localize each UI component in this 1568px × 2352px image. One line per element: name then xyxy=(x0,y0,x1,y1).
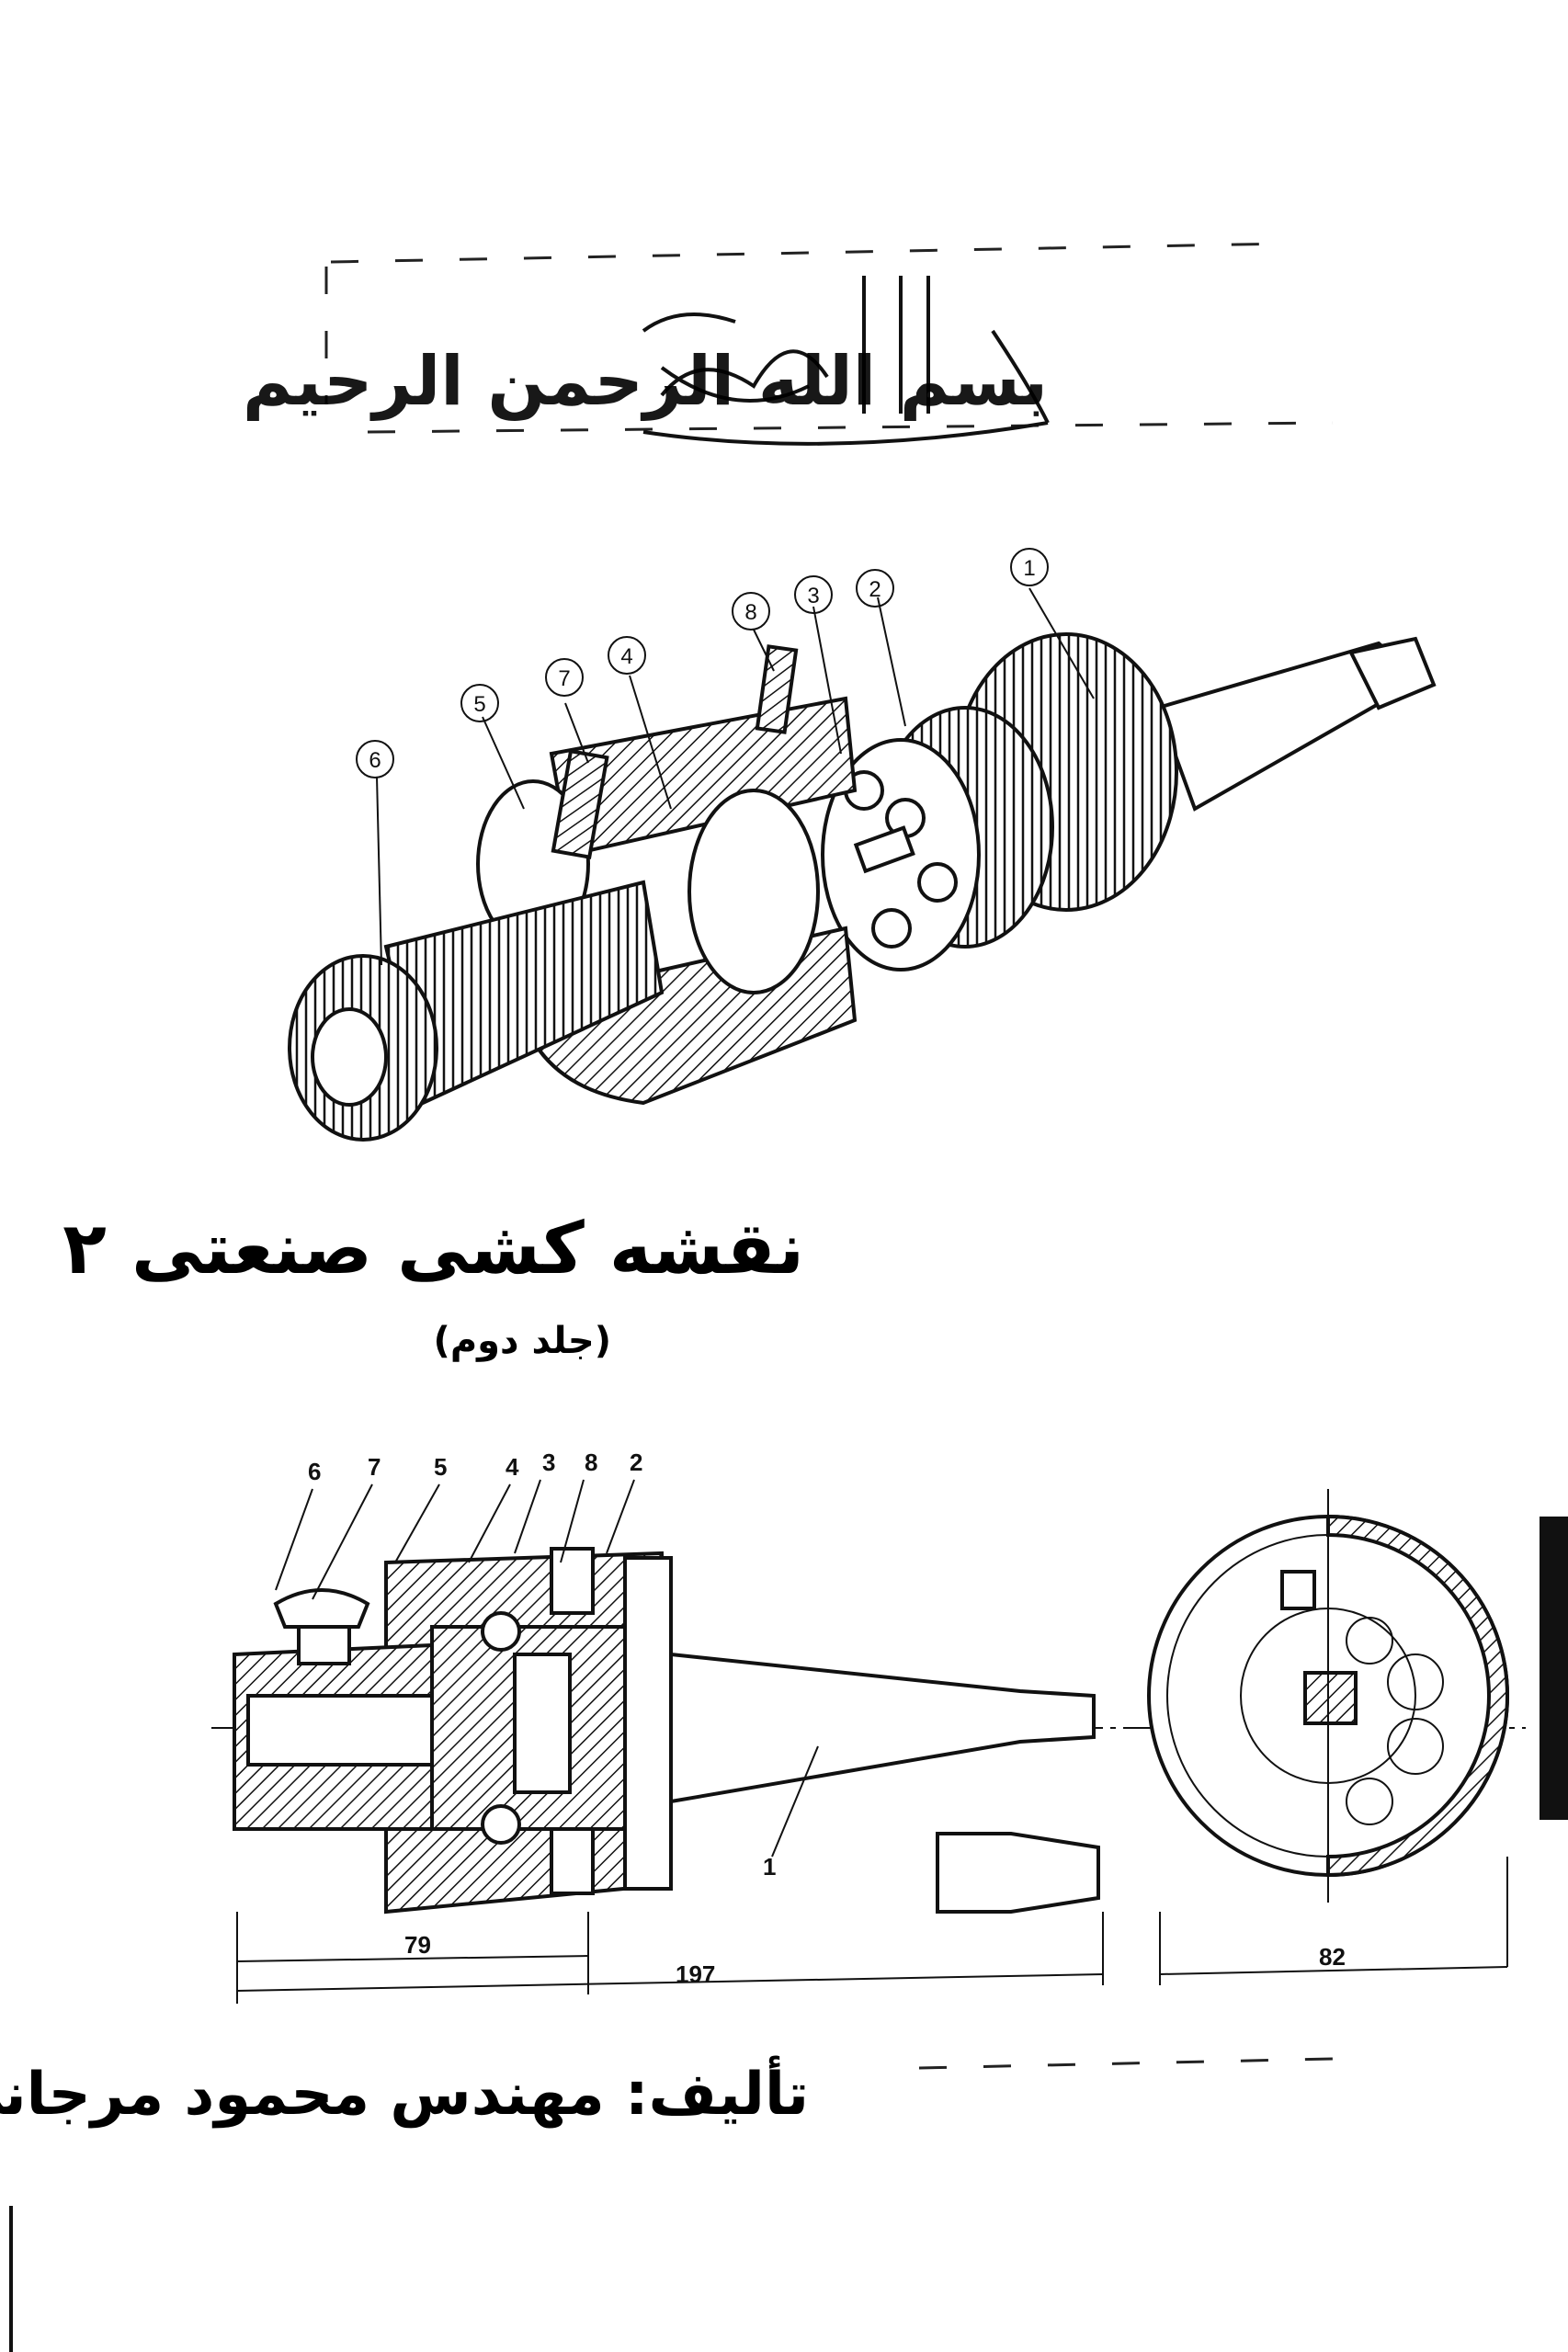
dimension-82: 82 xyxy=(1319,1943,1346,1971)
basmala-text: بسم الله الرحمن الرحیم xyxy=(243,342,1048,421)
part-label-4: 4 xyxy=(620,644,632,669)
basmala-calligraphy: بسم الله الرحمن الرحیم xyxy=(243,276,1050,446)
section-label-2: 2 xyxy=(630,1449,642,1476)
author-credit: تألیف: مهندس محمود مرجانی xyxy=(0,2055,809,2129)
section-label-5: 5 xyxy=(434,1453,447,1481)
section-label-6: 6 xyxy=(308,1458,321,1485)
section-label-4: 4 xyxy=(506,1453,519,1481)
part-label-7: 7 xyxy=(558,666,570,691)
section-drawing: 6 7 5 4 3 8 2 1 79 197 82 xyxy=(211,1449,1526,2004)
part-label-6: 6 xyxy=(369,748,381,773)
volume-subtitle: (جلد دوم) xyxy=(434,1320,611,1362)
book-title: نقشه کشی صنعتی ۲ xyxy=(62,1208,804,1290)
part-label-8: 8 xyxy=(744,600,756,625)
section-label-1: 1 xyxy=(763,1853,776,1880)
scan-frame-dashes xyxy=(9,242,1568,2352)
part-label-5: 5 xyxy=(473,692,485,717)
dimension-197: 197 xyxy=(676,1960,715,1988)
part-label-2: 2 xyxy=(869,577,881,602)
section-label-3: 3 xyxy=(542,1449,555,1476)
part-label-1: 1 xyxy=(1023,556,1035,581)
section-label-7: 7 xyxy=(368,1453,381,1481)
dimension-79: 79 xyxy=(404,1931,431,1959)
isometric-drawing: 1 2 3 4 5 6 7 8 xyxy=(288,548,1437,1142)
part-label-3: 3 xyxy=(807,584,819,608)
section-label-8: 8 xyxy=(585,1449,597,1476)
